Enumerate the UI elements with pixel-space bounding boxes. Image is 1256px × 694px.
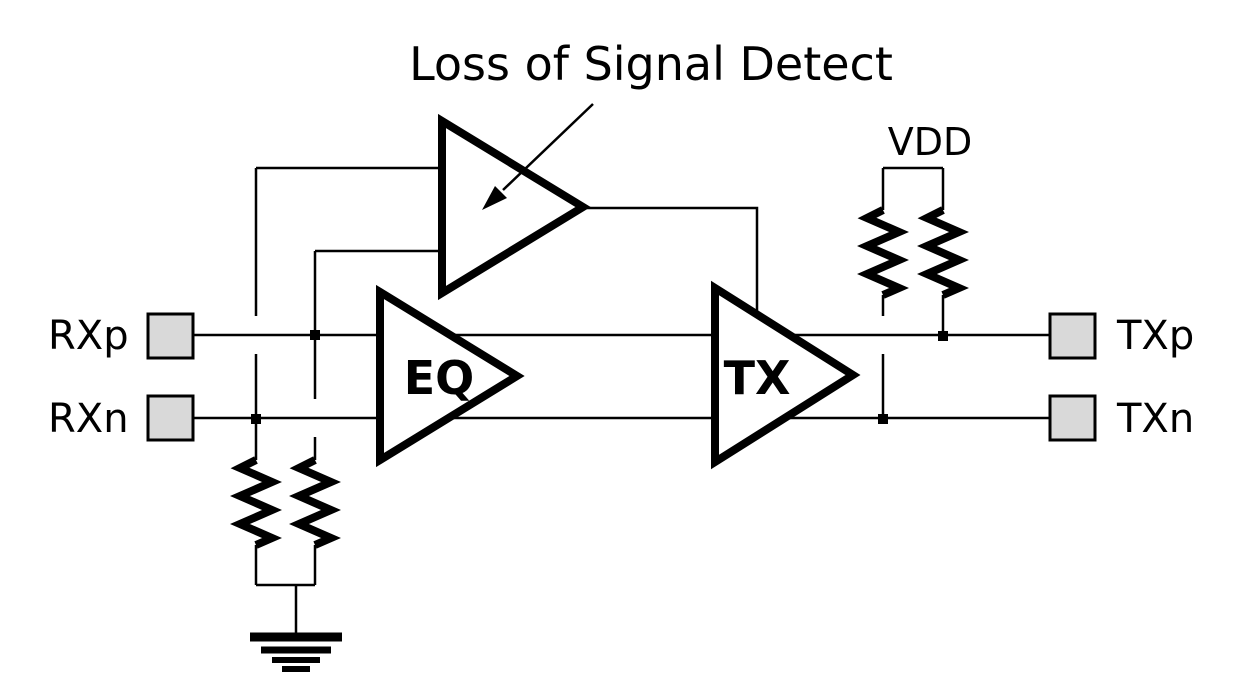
vdd-pullup-resistor-left-icon bbox=[857, 206, 909, 299]
rx-termination-resistor-left-icon bbox=[230, 456, 282, 549]
rxp-label: RXp bbox=[48, 313, 129, 359]
txp-label: TXp bbox=[1116, 313, 1194, 359]
diagram-title: Loss of Signal Detect bbox=[409, 37, 893, 91]
rx-termination-resistor-right-icon bbox=[289, 456, 341, 549]
eq-block-label: EQ bbox=[404, 351, 475, 405]
ground-icon bbox=[250, 632, 342, 672]
vdd-pullup-resistor-right-icon bbox=[917, 206, 969, 299]
los-output-line bbox=[583, 206, 759, 313]
junction-dot-rxp bbox=[310, 330, 320, 340]
txp-pad bbox=[1048, 312, 1097, 360]
los-detect-triangle-icon bbox=[438, 113, 591, 301]
eq-amplifier-triangle-icon bbox=[376, 284, 525, 468]
callout-arrow-icon bbox=[482, 103, 594, 210]
junction-dot-txp bbox=[938, 331, 948, 341]
tx-block-label: TX bbox=[724, 351, 791, 405]
junction-dot-txn bbox=[878, 414, 888, 424]
rxp-pad bbox=[146, 312, 195, 360]
rxn-label: RXn bbox=[48, 396, 129, 442]
junction-dot-rxn bbox=[251, 414, 261, 424]
tx-amplifier-triangle-icon bbox=[711, 280, 861, 470]
rxn-pad bbox=[146, 394, 195, 442]
txn-label: TXn bbox=[1116, 396, 1194, 442]
vdd-label: VDD bbox=[888, 120, 973, 164]
txn-pad bbox=[1048, 394, 1097, 442]
